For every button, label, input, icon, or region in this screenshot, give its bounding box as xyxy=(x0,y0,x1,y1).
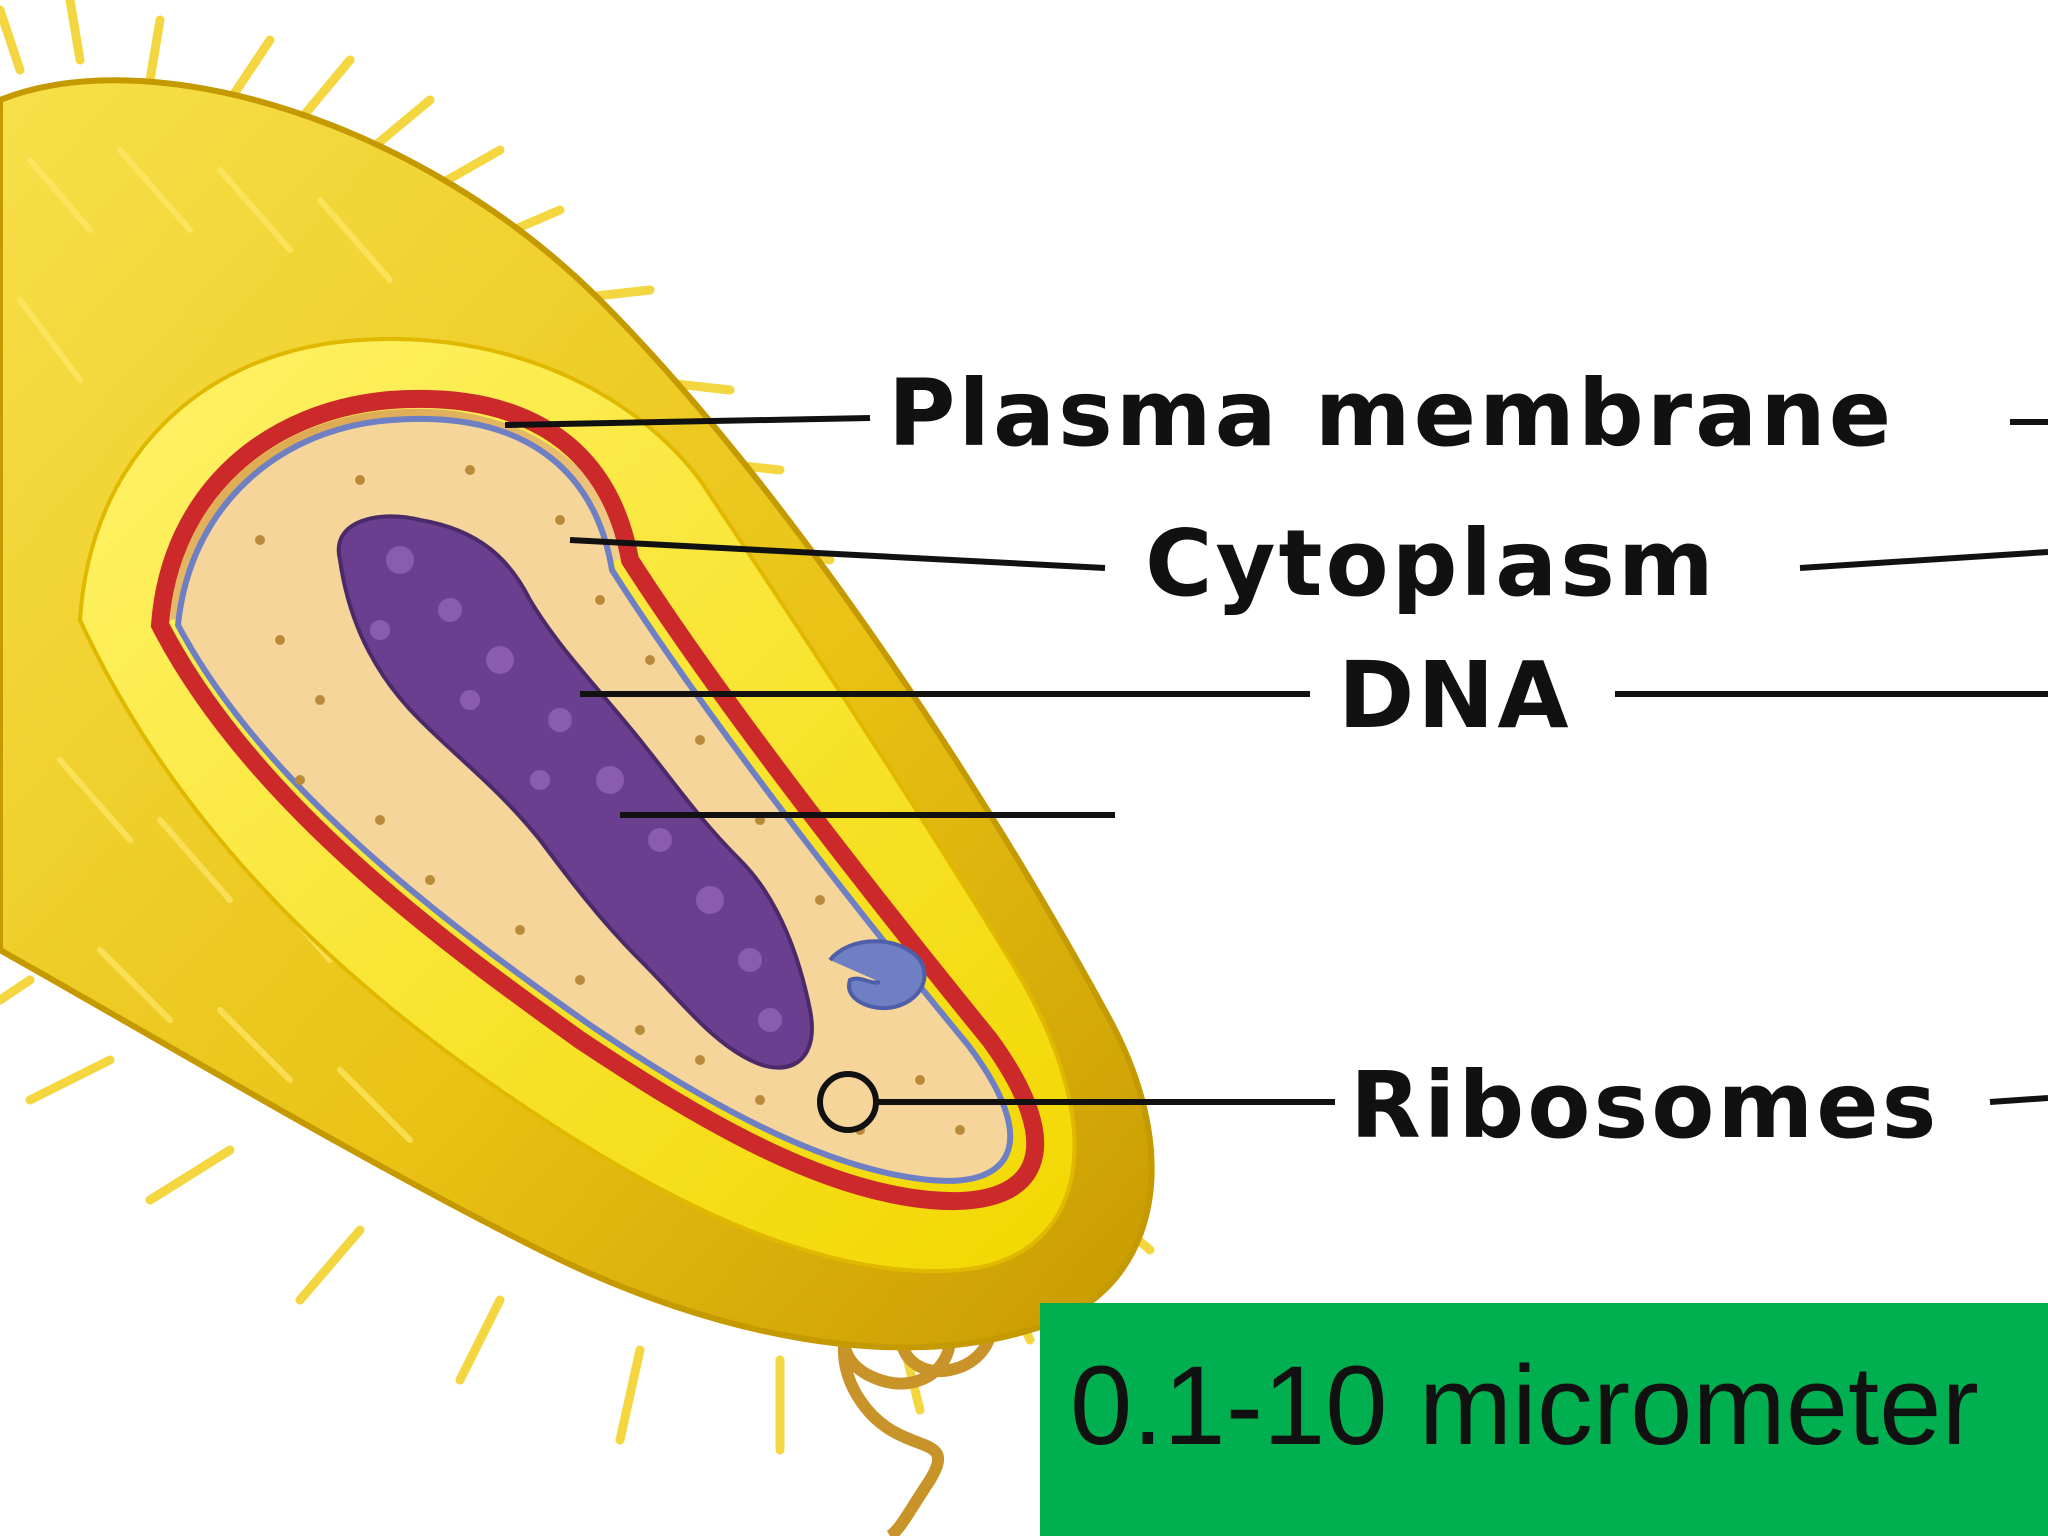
label-plasma-membrane: Plasma membrane xyxy=(888,360,1895,467)
plasma-membrane xyxy=(150,390,1045,1211)
size-note-box: 0.1-10 micrometer xyxy=(1040,1303,2048,1536)
dna-texture xyxy=(370,546,782,1032)
label-cytoplasm: Cytoplasm xyxy=(1145,510,1717,617)
label-ribosomes: Ribosomes xyxy=(1350,1052,1940,1159)
label-dna: DNA xyxy=(1338,642,1572,749)
leader-lines xyxy=(504,415,2048,1105)
dna-nucleoid xyxy=(336,514,814,1070)
size-note-text: 0.1-10 micrometer xyxy=(1070,1343,1979,1468)
plasmid xyxy=(828,939,927,1011)
